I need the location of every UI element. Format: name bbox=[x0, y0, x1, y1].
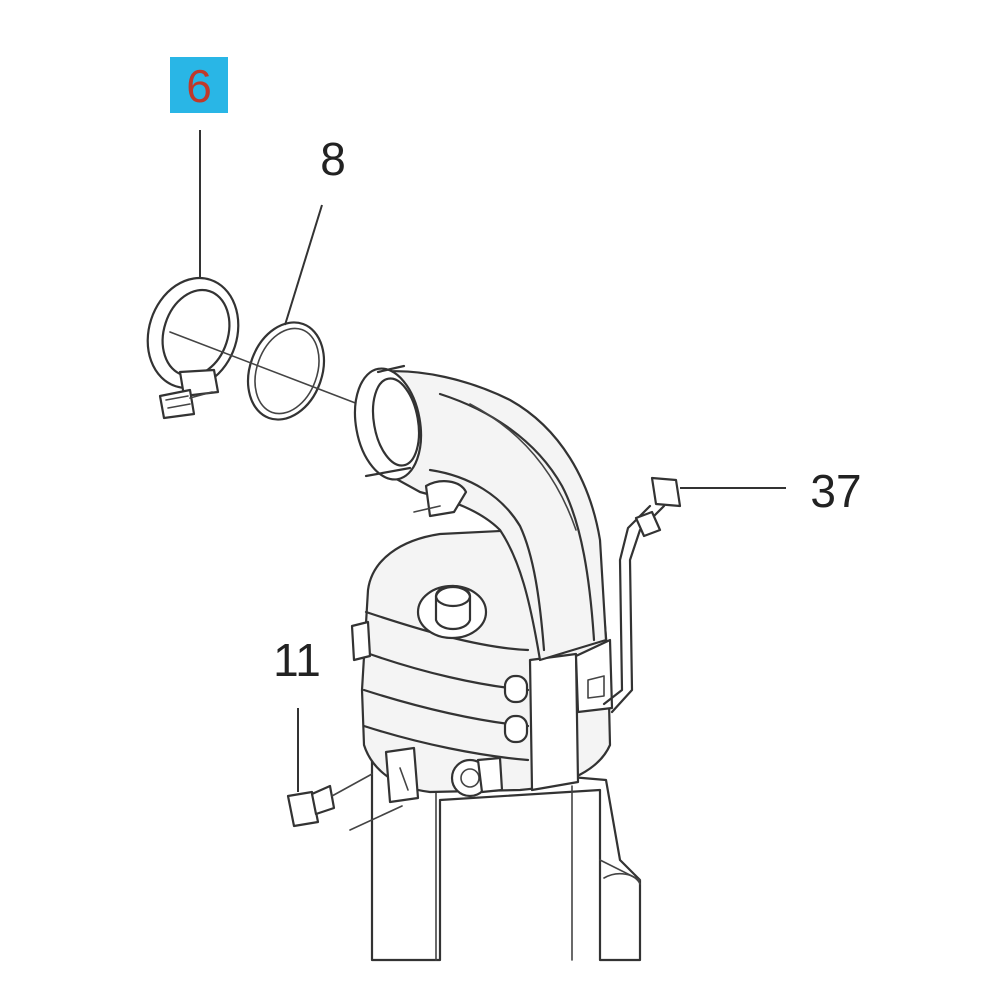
callout-8-label: 8 bbox=[320, 133, 346, 185]
callout-6[interactable]: 6 bbox=[170, 57, 228, 113]
callout-37-label: 37 bbox=[810, 465, 861, 517]
callout-6-label: 6 bbox=[186, 60, 212, 112]
callout-11-label: 11 bbox=[273, 634, 321, 686]
callout-8-leader bbox=[284, 204, 323, 326]
gasket-ring-part[interactable] bbox=[235, 312, 337, 431]
inlet-elbow-pipe[interactable] bbox=[347, 363, 608, 662]
assembly-axis-line bbox=[169, 331, 359, 405]
bolt-part[interactable] bbox=[286, 773, 403, 831]
sensor-tube-part[interactable] bbox=[602, 476, 682, 714]
clamp-ring-part[interactable] bbox=[134, 266, 252, 420]
callout-6-highlight bbox=[170, 57, 228, 113]
